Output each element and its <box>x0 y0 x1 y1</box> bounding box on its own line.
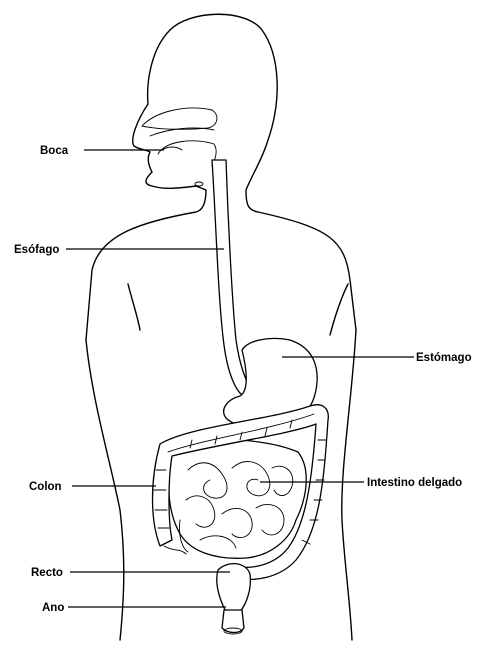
rectum-shape <box>217 564 251 612</box>
label-rectum: Recto <box>31 567 63 579</box>
label-anus: Ano <box>42 602 64 614</box>
label-esophagus: Esófago <box>14 244 59 256</box>
label-mouth: Boca <box>40 145 69 157</box>
label-small-intestine: Intestino delgado <box>367 477 462 489</box>
label-colon: Colon <box>29 481 62 493</box>
small-intestine-shape <box>169 439 307 558</box>
label-stomach: Estómago <box>416 352 472 364</box>
